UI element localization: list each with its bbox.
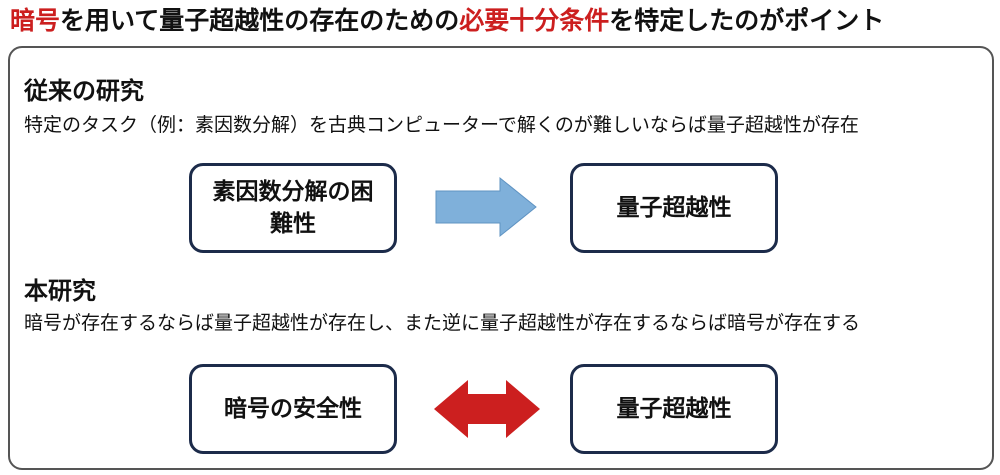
quantum-advantage-box-top: 量子超越性: [570, 163, 778, 253]
headline: 暗号を用いて量子超越性の存在のための必要十分条件を特定したのがポイント: [10, 4, 995, 38]
headline-text-end: を特定したのがポイント: [609, 6, 885, 35]
quantum-advantage-label-bottom: 量子超越性: [616, 396, 732, 422]
crypto-security-label: 暗号の安全性: [224, 396, 362, 422]
factoring-hardness-label: 素因数分解の困難性: [212, 179, 374, 237]
current-research-title: 本研究: [24, 277, 96, 305]
arrow-left-right-icon: [434, 380, 540, 438]
previous-research-description: 特定のタスク（例：素因数分解）を古典コンピューターで解くのが難しいならば量子超越…: [24, 114, 859, 136]
headline-text-middle: を用いて量子超越性の存在のための: [60, 6, 460, 35]
factoring-hardness-box: 素因数分解の困難性: [189, 163, 397, 253]
headline-accent-condition: 必要十分条件: [459, 6, 610, 35]
quantum-advantage-label-top: 量子超越性: [616, 195, 732, 221]
crypto-security-box: 暗号の安全性: [189, 364, 397, 454]
previous-research-title: 従来の研究: [24, 77, 144, 105]
arrow-right-icon: [435, 176, 537, 238]
current-research-description: 暗号が存在するならば量子超越性が存在し、また逆に量子超越性が存在するならば暗号が…: [24, 312, 861, 334]
headline-accent-cryptography: 暗号: [10, 6, 61, 35]
quantum-advantage-box-bottom: 量子超越性: [570, 364, 778, 454]
